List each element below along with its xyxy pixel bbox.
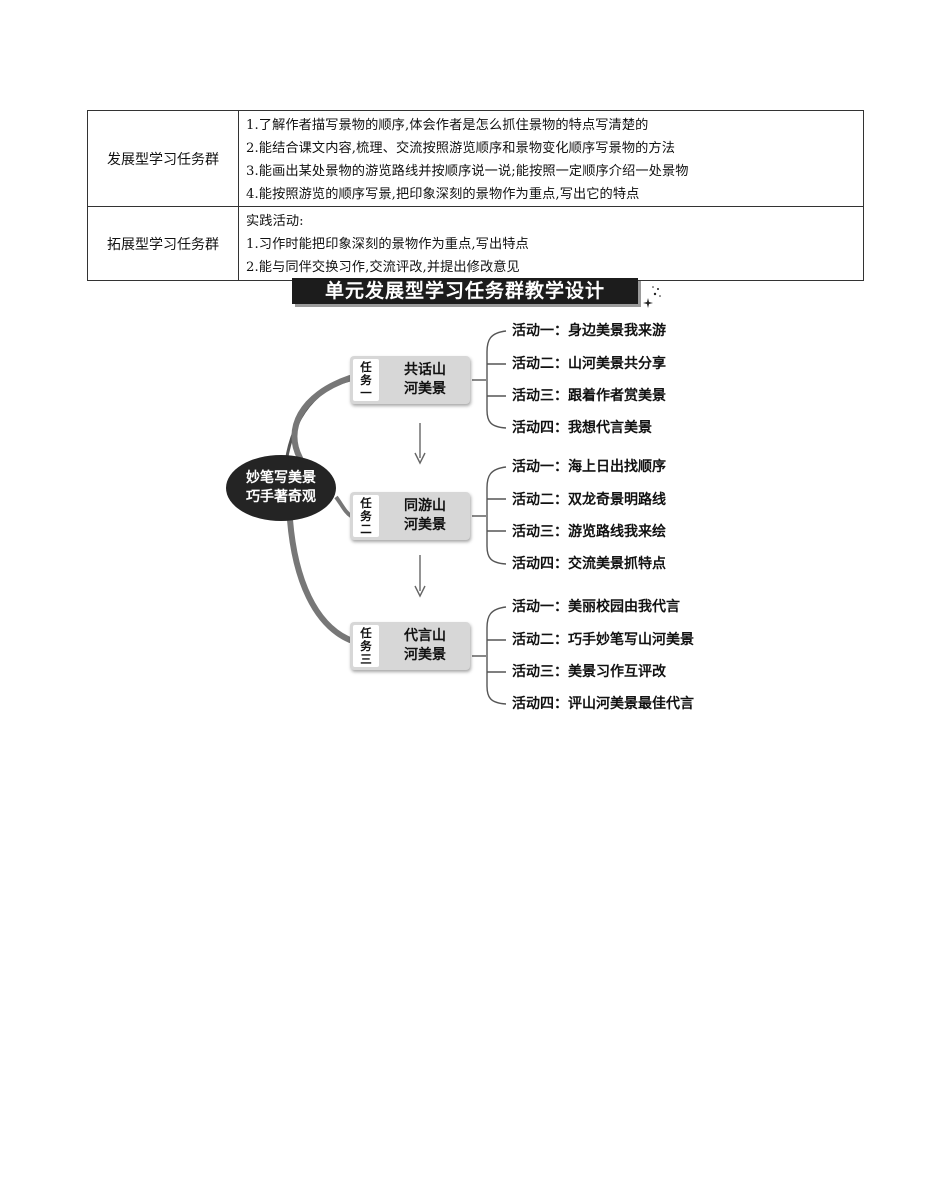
tag-char: 三 xyxy=(360,651,372,666)
task-title-line: 河美景 xyxy=(404,381,446,397)
activity-item: 活动二：双龙奇景明路线 xyxy=(512,492,666,508)
task-tag: 任 务 三 xyxy=(353,625,379,667)
center-line-2: 巧手著奇观 xyxy=(246,489,316,505)
activity-item: 活动二：巧手妙笔写山河美景 xyxy=(512,632,694,648)
activity-item: 活动二：山河美景共分享 xyxy=(512,356,666,372)
row-content: 1.了解作者描写景物的顺序,体会作者是怎么抓住景物的特点写清楚的 2.能结合课文… xyxy=(238,110,864,207)
task-title-line: 河美景 xyxy=(404,517,446,533)
task-group-table: 发展型学习任务群 1.了解作者描写景物的顺序,体会作者是怎么抓住景物的特点写清楚… xyxy=(87,110,864,281)
center-line-1: 妙笔写美景 xyxy=(246,470,316,486)
activity-item: 活动一：身边美景我来游 xyxy=(512,323,666,339)
task-title-line: 代言山 xyxy=(404,628,446,644)
task-title-line: 共话山 xyxy=(404,362,446,378)
tag-char: 任 xyxy=(360,359,372,374)
content-line: 2.能与同伴交换习作,交流评改,并提出修改意见 xyxy=(246,260,520,275)
activity-item: 活动一：海上日出找顺序 xyxy=(512,459,666,475)
task-tag: 任 务 一 xyxy=(353,359,379,401)
tag-char: 务 xyxy=(360,508,372,523)
task-title-line: 同游山 xyxy=(404,498,446,514)
tag-char: 务 xyxy=(360,638,372,653)
tag-char: 务 xyxy=(360,372,372,387)
content-line: 1.了解作者描写景物的顺序,体会作者是怎么抓住景物的特点写清楚的 xyxy=(246,118,649,133)
table-row: 发展型学习任务群 1.了解作者描写景物的顺序,体会作者是怎么抓住景物的特点写清楚… xyxy=(87,110,864,207)
activity-item: 活动三：跟着作者赏美景 xyxy=(512,388,666,404)
tag-char: 任 xyxy=(360,625,372,640)
section-banner: 单元发展型学习任务群教学设计 xyxy=(292,278,638,304)
content-line: 2.能结合课文内容,梳理、交流按照游览顺序和景物变化顺序写景物的方法 xyxy=(246,141,675,156)
content-line: 4.能按照游览的顺序写景,把印象深刻的景物作为重点,写出它的特点 xyxy=(246,187,640,202)
task-title-line: 河美景 xyxy=(404,647,446,663)
tag-char: 二 xyxy=(360,521,372,536)
task-node-2: 任 务 二 同游山 河美景 xyxy=(350,492,470,540)
sparkle-icon xyxy=(643,286,661,308)
task-title: 共话山 河美景 xyxy=(382,359,468,401)
task-node-3: 任 务 三 代言山 河美景 xyxy=(350,622,470,670)
activity-item: 活动三：美景习作互评改 xyxy=(512,664,666,680)
task-title: 同游山 河美景 xyxy=(382,495,468,537)
content-line: 实践活动: xyxy=(246,214,304,229)
activity-item: 活动四：交流美景抓特点 xyxy=(512,556,666,572)
tag-char: 一 xyxy=(360,385,372,400)
task-title: 代言山 河美景 xyxy=(382,625,468,667)
tag-char: 任 xyxy=(360,495,372,510)
table-row: 拓展型学习任务群 实践活动: 1.习作时能把印象深刻的景物作为重点,写出特点 2… xyxy=(87,206,864,281)
activity-item: 活动三：游览路线我来绘 xyxy=(512,524,666,540)
content-line: 3.能画出某处景物的游览路线并按顺序说一说;能按照一定顺序介绍一处景物 xyxy=(246,164,689,179)
activity-item: 活动四：评山河美景最佳代言 xyxy=(512,696,694,712)
activity-item: 活动四：我想代言美景 xyxy=(512,420,652,436)
row-content: 实践活动: 1.习作时能把印象深刻的景物作为重点,写出特点 2.能与同伴交换习作… xyxy=(238,206,864,281)
mindmap-center-node: 妙笔写美景 巧手著奇观 xyxy=(226,455,336,521)
content-line: 1.习作时能把印象深刻的景物作为重点,写出特点 xyxy=(246,237,529,252)
row-label: 发展型学习任务群 xyxy=(87,110,239,207)
activity-item: 活动一：美丽校园由我代言 xyxy=(512,599,680,615)
task-tag: 任 务 二 xyxy=(353,495,379,537)
task-node-1: 任 务 一 共话山 河美景 xyxy=(350,356,470,404)
